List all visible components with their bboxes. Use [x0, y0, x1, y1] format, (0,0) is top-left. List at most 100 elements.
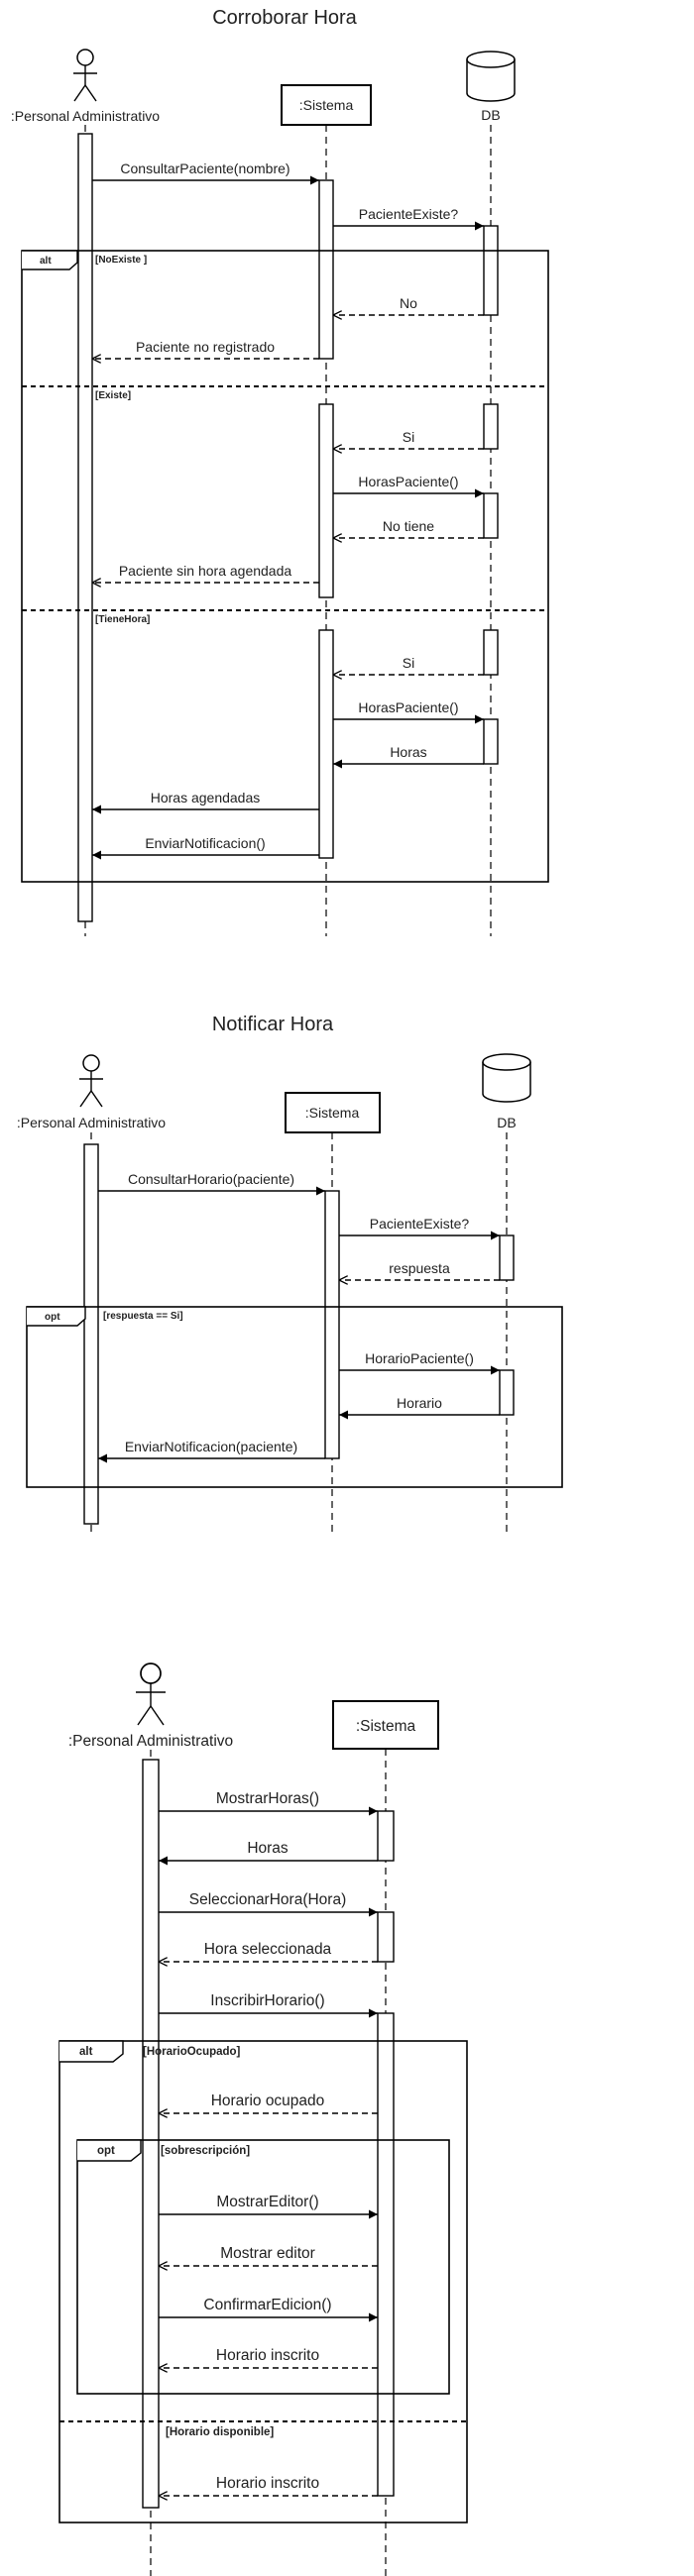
- fragment-guard: [Existe]: [95, 390, 131, 401]
- activation-db: [483, 629, 499, 676]
- svg-text:InscribirHorario(): InscribirHorario(): [210, 1992, 324, 2009]
- actor-personal-administrativo: :Personal Administrativo: [68, 1663, 233, 1750]
- message-horas-paciente: HorasPaciente(): [333, 699, 484, 724]
- svg-text:HorasPaciente(): HorasPaciente(): [358, 474, 458, 489]
- message-horas-agendadas: Horas agendadas: [92, 790, 319, 814]
- reply-horas: Horas: [333, 744, 484, 769]
- opt-fragment: opt [sobrescripción]: [76, 2139, 450, 2395]
- svg-text:Horario inscrito: Horario inscrito: [216, 2475, 319, 2492]
- svg-text:PacienteExiste?: PacienteExiste?: [370, 1216, 470, 1232]
- stick-figure-icon: [73, 49, 97, 102]
- participant-sistema: :Sistema: [281, 84, 372, 126]
- message-consultar-horario: ConsultarHorario(paciente): [98, 1171, 325, 1196]
- diagram-corroborar-hora: Corroborar Hora :Personal Administrativo…: [11, 7, 549, 936]
- reply-horario-inscrito: Horario inscrito: [159, 2347, 378, 2368]
- activation-db: [483, 492, 499, 539]
- reply-si: Si: [333, 429, 484, 449]
- activation-db: [483, 403, 499, 450]
- participant-label: :Sistema: [356, 1718, 416, 1735]
- fragment-operator: opt: [45, 1312, 60, 1323]
- message-horas-paciente: HorasPaciente(): [333, 474, 484, 498]
- svg-text:EnviarNotificacion(paciente): EnviarNotificacion(paciente): [125, 1439, 297, 1454]
- fragment-guard: [sobrescripción]: [161, 2145, 250, 2157]
- actor-label: :Personal Administrativo: [68, 1733, 233, 1750]
- reply-respuesta: respuesta: [339, 1260, 500, 1280]
- activation-sistema: [318, 629, 334, 859]
- participant-label: :Sistema: [305, 1105, 360, 1121]
- svg-text:HorarioPaciente(): HorarioPaciente(): [365, 1350, 474, 1366]
- actor-personal-administrativo: :Personal Administrativo: [17, 1054, 166, 1130]
- activation-db: [499, 1369, 515, 1416]
- message-paciente-existe: PacienteExiste?: [339, 1216, 500, 1240]
- message-paciente-existe: PacienteExiste?: [333, 206, 484, 231]
- reply-paciente-no-registrado: Paciente no registrado: [92, 339, 319, 359]
- participant-sistema: :Sistema: [285, 1092, 381, 1133]
- fragment-guard: [HorarioOcupado]: [143, 2046, 241, 2058]
- message-seleccionar-hora: SeleccionarHora(Hora): [159, 1891, 378, 1917]
- activation-db: [499, 1234, 515, 1281]
- participant-db: DB: [466, 51, 516, 123]
- activation-actor: [83, 1143, 99, 1525]
- reply-horario-inscrito: Horario inscrito: [159, 2475, 378, 2496]
- svg-text:HorasPaciente(): HorasPaciente(): [358, 699, 458, 715]
- svg-text:PacienteExiste?: PacienteExiste?: [359, 206, 459, 222]
- message-mostrar-horas: MostrarHoras(): [159, 1790, 378, 1816]
- diagram-inscribir-horario: :Personal Administrativo :Sistema alt [H…: [58, 1663, 468, 2576]
- reply-horario-ocupado: Horario ocupado: [159, 2093, 378, 2113]
- svg-text:No: No: [400, 295, 417, 311]
- fragment-guard: [Horario disponible]: [166, 2426, 274, 2438]
- activation-sistema: [324, 1190, 340, 1459]
- activation-sistema: [318, 403, 334, 598]
- fragment-operator: opt: [97, 2145, 115, 2157]
- stick-figure-icon: [79, 1054, 103, 1108]
- svg-text:ConsultarHorario(paciente): ConsultarHorario(paciente): [128, 1171, 294, 1187]
- svg-text:ConsultarPaciente(nombre): ConsultarPaciente(nombre): [120, 161, 289, 176]
- actor-personal-administrativo: :Personal Administrativo: [11, 49, 160, 124]
- activation-db: [483, 718, 499, 765]
- reply-no: No: [333, 295, 484, 315]
- svg-text:Horas: Horas: [247, 1840, 289, 1857]
- reply-paciente-sin-hora: Paciente sin hora agendada: [92, 563, 319, 583]
- fragment-guard: [TieneHora]: [95, 614, 150, 625]
- svg-text:Horario: Horario: [397, 1395, 442, 1411]
- participant-db: DB: [482, 1053, 531, 1130]
- diagram-title: Corroborar Hora: [212, 7, 357, 29]
- message-enviar-notificacion: EnviarNotificacion(): [92, 835, 319, 860]
- svg-text:Horario ocupado: Horario ocupado: [211, 2093, 325, 2109]
- fragment-operator: alt: [79, 2046, 93, 2058]
- activation-sistema: [318, 179, 334, 360]
- alt-fragment: alt [HorarioOcupado] [Horario disponible…: [58, 2040, 468, 2523]
- stick-figure-icon: [136, 1663, 166, 1726]
- svg-text:Mostrar editor: Mostrar editor: [220, 2245, 315, 2262]
- message-consultar-paciente: ConsultarPaciente(nombre): [92, 161, 319, 185]
- participant-label: DB: [481, 107, 500, 123]
- fragment-guard: [respuesta == Si]: [103, 1311, 183, 1322]
- diagram-title: Notificar Hora: [212, 1014, 334, 1035]
- svg-text:Paciente sin hora agendada: Paciente sin hora agendada: [119, 563, 292, 579]
- svg-text:Si: Si: [403, 429, 414, 445]
- database-icon: [466, 51, 516, 102]
- opt-fragment: opt [respuesta == Si]: [26, 1306, 563, 1488]
- svg-text:No tiene: No tiene: [383, 518, 434, 534]
- svg-text:MostrarEditor(): MostrarEditor(): [216, 2194, 318, 2210]
- activation-actor: [77, 133, 93, 922]
- reply-si: Si: [333, 655, 484, 675]
- svg-text:MostrarHoras(): MostrarHoras(): [216, 1790, 319, 1807]
- diagram-notificar-hora: Notificar Hora :Personal Administrativo …: [17, 1014, 563, 1534]
- svg-text:SeleccionarHora(Hora): SeleccionarHora(Hora): [189, 1891, 347, 1908]
- message-inscribir-horario: InscribirHorario(): [159, 1992, 378, 2018]
- actor-label: :Personal Administrativo: [17, 1115, 166, 1130]
- svg-text:Paciente no registrado: Paciente no registrado: [136, 339, 275, 355]
- svg-text:EnviarNotificacion(): EnviarNotificacion(): [145, 835, 265, 851]
- participant-sistema: :Sistema: [332, 1700, 439, 1750]
- reply-horas: Horas: [159, 1840, 378, 1866]
- participant-label: DB: [497, 1115, 516, 1130]
- reply-mostrar-editor: Mostrar editor: [159, 2245, 378, 2266]
- participant-label: :Sistema: [299, 97, 354, 113]
- svg-text:ConfirmarEdicion(): ConfirmarEdicion(): [203, 2297, 331, 2313]
- svg-text:Hora seleccionada: Hora seleccionada: [204, 1941, 332, 1958]
- message-horario-paciente: HorarioPaciente(): [339, 1350, 500, 1375]
- reply-hora-seleccionada: Hora seleccionada: [159, 1941, 378, 1962]
- message-enviar-notificacion: EnviarNotificacion(paciente): [98, 1439, 325, 1463]
